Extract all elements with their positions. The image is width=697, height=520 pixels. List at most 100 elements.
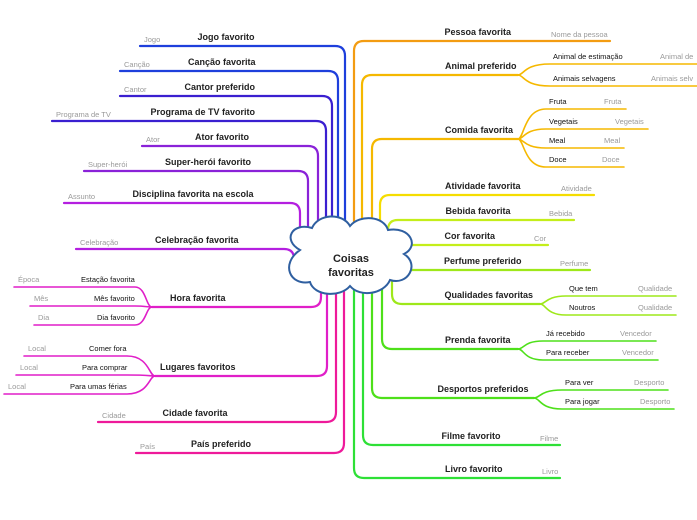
subtopic-hint-r2-3: Doce — [602, 155, 620, 164]
branch-line-l3 — [50, 119, 328, 264]
branch-line-l2 — [118, 94, 334, 264]
topic-l10[interactable]: Cidade favorita — [162, 408, 228, 418]
subtopic-hint-l9-0: Local — [28, 344, 46, 353]
subtopic-r2-0[interactable]: Fruta — [549, 97, 567, 106]
topic-r4[interactable]: Bebida favorita — [445, 206, 511, 216]
topic-l0[interactable]: Jogo favorito — [197, 32, 255, 42]
subtopic-l9-2[interactable]: Para umas férias — [70, 382, 127, 391]
central-topic[interactable]: Coisas favoritas — [296, 252, 406, 280]
subtopic-r8-0[interactable]: Já recebido — [546, 329, 585, 338]
subtopic-l9-0[interactable]: Comer fora — [89, 344, 127, 353]
subtopic-r2-1[interactable]: Vegetais — [549, 117, 578, 126]
branch-line-l11 — [134, 260, 346, 455]
topic-l6[interactable]: Disciplina favorita na escola — [132, 189, 254, 199]
subtopic-hint-r1-1: Animais selv — [651, 74, 694, 83]
topic-r9[interactable]: Desportos preferidos — [437, 384, 529, 394]
branch-line-r1 — [360, 73, 520, 264]
topic-l5[interactable]: Super-herói favorito — [165, 157, 252, 167]
topic-l7[interactable]: Celebração favorita — [155, 235, 239, 245]
branch-line-l7 — [74, 247, 296, 264]
sub-branch-line-r2-1 — [517, 128, 649, 140]
topic-l9[interactable]: Lugares favoritos — [160, 362, 236, 372]
subtopic-r1-0[interactable]: Animal de estimação — [553, 52, 623, 61]
sub-branch-line-r9-1 — [533, 397, 675, 410]
topic-l11[interactable]: País preferido — [191, 439, 252, 449]
branch-line-l6 — [62, 201, 302, 264]
topic-hint-l6: Assunto — [68, 192, 96, 201]
topic-r3[interactable]: Atividade favorita — [445, 181, 521, 191]
topic-hint-l7: Celebração — [80, 238, 119, 247]
subtopic-r7-1[interactable]: Noutros — [569, 303, 596, 312]
central-topic-cloud — [288, 215, 413, 295]
topic-r10[interactable]: Filme favorito — [441, 431, 501, 441]
topic-hint-l10: Cidade — [102, 411, 126, 420]
topic-r0[interactable]: Pessoa favorita — [444, 27, 512, 37]
topic-hint-r10: Filme — [540, 434, 559, 443]
subtopic-l8-0[interactable]: Estação favorita — [81, 275, 135, 284]
branch-line-l4 — [140, 144, 320, 264]
branch-line-r8 — [380, 260, 520, 351]
topic-r8[interactable]: Prenda favorita — [445, 335, 511, 345]
topic-hint-r3: Atividade — [561, 184, 592, 193]
topic-hint-l1: Canção — [124, 60, 150, 69]
topic-hint-r5: Cor — [534, 234, 547, 243]
sub-branch-line-r7-1 — [539, 303, 677, 316]
branch-line-r10 — [361, 260, 562, 447]
subtopic-r1-1[interactable]: Animais selvagens — [553, 74, 616, 83]
central-topic-line1: Coisas — [332, 253, 370, 265]
subtopic-hint-r2-0: Fruta — [604, 97, 622, 106]
topic-r6[interactable]: Perfume preferido — [444, 256, 522, 266]
subtopic-r2-2[interactable]: Meal — [549, 136, 566, 145]
topic-r11[interactable]: Livro favorito — [445, 464, 503, 474]
topic-hint-r11: Livro — [542, 467, 559, 476]
sub-branch-line-l8-2 — [33, 306, 153, 326]
branch-line-r3 — [378, 193, 596, 264]
topic-hint-l0: Jogo — [144, 35, 161, 44]
subtopic-hint-l9-1: Local — [20, 363, 38, 372]
branch-line-l0 — [138, 44, 347, 264]
subtopic-hint-r1-0: Animal de — [660, 52, 694, 61]
topic-r5[interactable]: Cor favorita — [444, 231, 496, 241]
subtopic-hint-l9-2: Local — [8, 382, 26, 391]
sub-branch-line-r8-1 — [517, 348, 659, 361]
subtopic-hint-l8-1: Mês — [34, 294, 49, 303]
branch-line-l5 — [82, 169, 310, 264]
subtopic-r9-0[interactable]: Para ver — [565, 378, 594, 387]
sub-branch-line-r2-3 — [517, 138, 625, 168]
subtopic-r2-3[interactable]: Doce — [549, 155, 567, 164]
topic-l2[interactable]: Cantor preferido — [184, 82, 256, 92]
subtopic-hint-r8-1: Vencedor — [622, 348, 654, 357]
subtopic-l8-1[interactable]: Mês favorito — [94, 294, 135, 303]
subtopic-hint-l8-2: Dia — [38, 313, 50, 322]
topic-hint-l11: País — [140, 442, 156, 451]
topic-l8[interactable]: Hora favorita — [170, 293, 226, 303]
topic-hint-l4: Ator — [146, 135, 160, 144]
topic-r7[interactable]: Qualidades favoritas — [444, 290, 534, 300]
subtopic-r8-1[interactable]: Para receber — [546, 348, 590, 357]
sub-branch-line-l9-1 — [15, 374, 156, 377]
subtopic-l8-2[interactable]: Dia favorito — [97, 313, 135, 322]
subtopic-l9-1[interactable]: Para comprar — [82, 363, 128, 372]
topic-l3[interactable]: Programa de TV favorito — [150, 107, 256, 117]
branch-line-r2 — [370, 137, 520, 264]
topic-hint-l5: Super-herói — [88, 160, 128, 169]
subtopic-r9-1[interactable]: Para jogar — [565, 397, 600, 406]
subtopic-hint-r8-0: Vencedor — [620, 329, 652, 338]
sub-branch-line-l9-2 — [3, 375, 156, 395]
sub-branch-line-r1-1 — [517, 74, 697, 87]
topic-hint-l3: Programa de TV — [56, 110, 111, 119]
subtopic-r7-0[interactable]: Que tem — [569, 284, 598, 293]
topic-hint-r6: Perfume — [560, 259, 589, 268]
topic-l4[interactable]: Ator favorito — [195, 132, 249, 142]
branch-line-r0 — [352, 39, 612, 264]
subtopic-hint-r9-0: Desporto — [634, 378, 665, 387]
topic-r1[interactable]: Animal preferido — [445, 61, 517, 71]
topic-l1[interactable]: Canção favorita — [188, 57, 256, 67]
branch-line-l10 — [96, 260, 338, 424]
topic-r2[interactable]: Comida favorita — [445, 125, 514, 135]
branch-line-r11 — [352, 260, 562, 480]
subtopic-hint-r9-1: Desporto — [640, 397, 671, 406]
topic-hint-r0: Nome da pessoa — [551, 30, 608, 39]
